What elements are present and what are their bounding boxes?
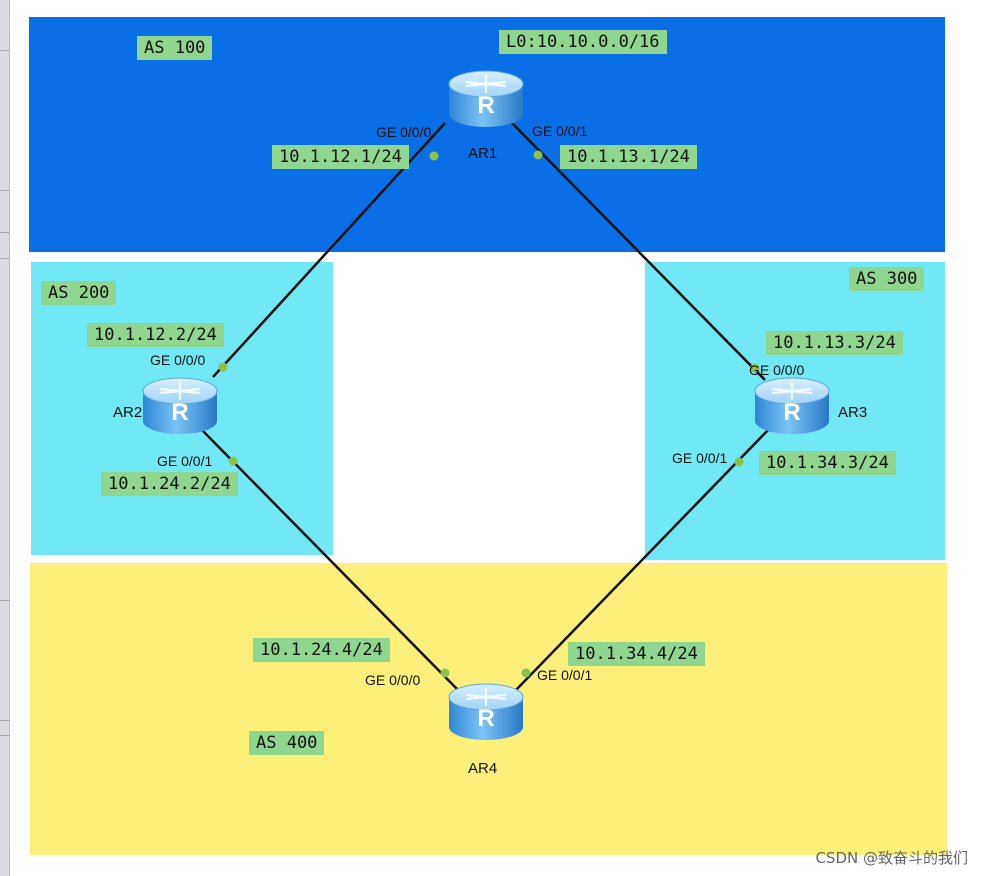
ar4-ip-ge000: 10.1.24.4/24: [253, 638, 390, 662]
ar3-name: AR3: [838, 404, 868, 421]
port-dot-ar4-ge000: [440, 668, 450, 678]
link-ar2-ar4: [199, 427, 459, 691]
ar4-port-ge000: GE 0/0/0: [365, 672, 421, 688]
ar1-port-ge000: GE 0/0/0: [376, 124, 432, 140]
ar1-loopback-label: L0:10.10.0.0/16: [499, 30, 667, 54]
ar1-name: AR1: [468, 145, 498, 162]
link-ar1-ar3: [511, 122, 766, 381]
router-icon[interactable]: [447, 69, 525, 129]
ar3-port-ge001: GE 0/0/1: [672, 450, 728, 466]
port-dot-ar3-ge001: [734, 457, 744, 467]
as400-label: AS 400: [249, 731, 325, 755]
port-dot-ar4-ge001: [521, 668, 531, 678]
as100-label: AS 100: [137, 36, 213, 60]
ar1-ip-ge001: 10.1.13.1/24: [560, 145, 697, 169]
port-dot-ar2-ge001: [228, 456, 238, 466]
ar4-ip-ge001: 10.1.34.4/24: [568, 642, 705, 666]
ar2-port-ge000: GE 0/0/0: [150, 352, 206, 368]
ar1-ip-ge000: 10.1.12.1/24: [272, 145, 409, 169]
link-ar3-ar4: [515, 427, 771, 691]
ar3-ip-ge000: 10.1.13.3/24: [766, 331, 903, 355]
ar4-port-ge001: GE 0/0/1: [537, 667, 593, 683]
port-dot-ar2-ge000: [218, 362, 228, 372]
ar1-port-ge001: GE 0/0/1: [532, 123, 588, 139]
as200-label: AS 200: [41, 281, 117, 305]
ar4-name: AR4: [468, 760, 498, 777]
port-dot-ar1-ge001: [533, 150, 543, 160]
router-icon[interactable]: [141, 376, 219, 436]
ar2-ip-ge001: 10.1.24.2/24: [101, 472, 238, 496]
ar3-ip-ge001: 10.1.34.3/24: [759, 451, 896, 475]
port-dot-ar1-ge000: [429, 151, 439, 161]
router-icon[interactable]: [753, 376, 831, 436]
as300-label: AS 300: [849, 267, 925, 291]
ar2-name: AR2: [113, 404, 143, 421]
ar3-port-ge000: GE 0/0/0: [749, 362, 805, 378]
router-icon[interactable]: [447, 682, 525, 742]
port-dot-ar3-ge000: [750, 363, 760, 373]
ar2-port-ge001: GE 0/0/1: [157, 453, 213, 469]
watermark: CSDN @致奋斗的我们: [815, 849, 968, 867]
ar2-ip-ge000: 10.1.12.2/24: [87, 323, 224, 347]
window-left-edge: [0, 0, 10, 876]
